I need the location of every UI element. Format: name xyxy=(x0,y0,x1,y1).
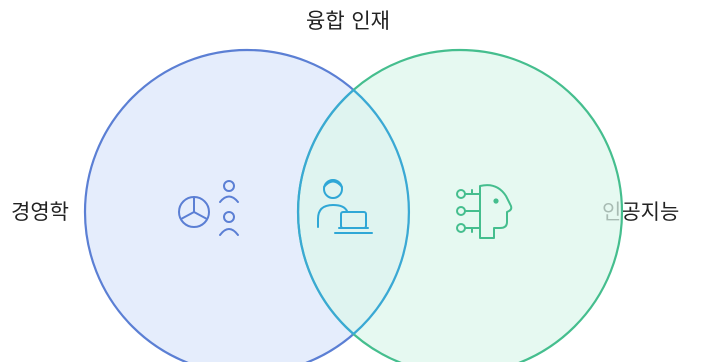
person-laptop-icon xyxy=(317,179,373,234)
diagram-title: 융합 인재 xyxy=(306,9,390,33)
business-analytics-icon xyxy=(178,180,239,236)
overlap-edge-right xyxy=(352,89,410,335)
overlap-edge-left xyxy=(297,89,355,335)
left-set-label: 경영학 xyxy=(11,200,69,224)
ai-head-icon xyxy=(456,184,513,239)
